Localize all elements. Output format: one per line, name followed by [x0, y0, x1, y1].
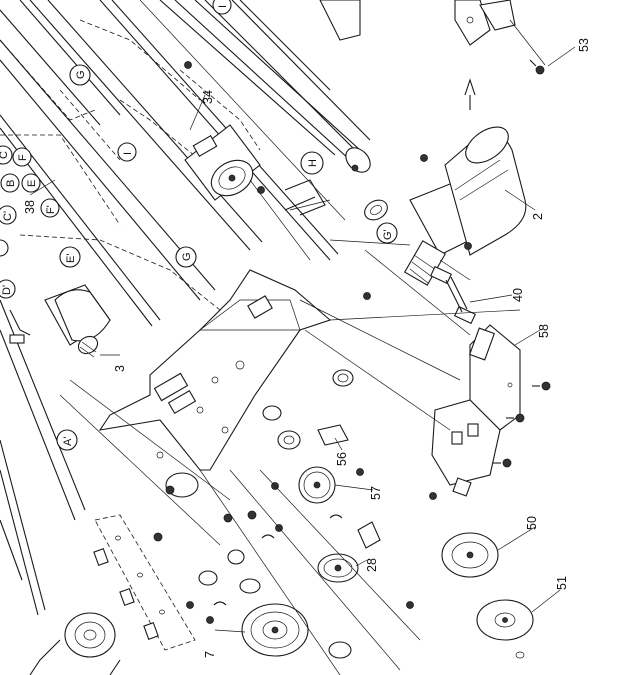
gear-7 [241, 603, 309, 657]
callout-h: H [300, 151, 324, 175]
svg-text:F': F' [45, 205, 57, 214]
gear-57 [298, 466, 336, 504]
callout-f-upper: F [12, 147, 32, 167]
label-40: 40 [511, 288, 525, 302]
callout-e-upper: E [21, 173, 41, 193]
reference-callouts: G I I H G' G C F [0, 0, 398, 451]
callout-f-prime: F' [40, 198, 60, 218]
label-3: 3 [113, 365, 127, 372]
label-38: 38 [23, 200, 37, 214]
leader-lines [59, 19, 546, 675]
callout-b-lower [0, 239, 9, 257]
callout-e-prime: E' [59, 246, 81, 268]
circuit-board-58 [431, 324, 521, 497]
callout-c-upper: C [0, 145, 13, 165]
svg-text:A': A' [62, 437, 74, 446]
side-frame-plate [98, 269, 332, 471]
callout-b: B [0, 173, 20, 193]
label-56: 56 [335, 452, 349, 466]
bushings [153, 61, 388, 659]
roller-h [204, 0, 371, 173]
svg-text:I: I [217, 5, 229, 8]
disc-51 [476, 599, 534, 659]
svg-text:G: G [181, 252, 193, 261]
dashed-box-lower-left [93, 514, 196, 651]
svg-text:B: B [5, 180, 17, 187]
svg-text:G: G [75, 70, 87, 79]
svg-text:E: E [26, 180, 38, 187]
callout-leaders [29, 46, 576, 633]
bracket-56 [317, 424, 364, 476]
harness-40 [429, 265, 477, 325]
label-51: 51 [555, 576, 569, 590]
label-57: 57 [369, 486, 383, 500]
callout-g-lower: G [175, 246, 197, 268]
dashed-leaders-upper [0, 19, 261, 311]
svg-text:G': G' [382, 229, 394, 240]
callout-g-prime: G' [376, 222, 398, 244]
callout-i-upper: I [212, 0, 232, 15]
motor-2 [403, 78, 527, 286]
label-34: 34 [201, 90, 215, 104]
label-53: 53 [577, 38, 591, 52]
motor-3 [9, 284, 111, 358]
callout-c-prime: C' [0, 205, 17, 225]
callout-i-middle: I [117, 142, 137, 162]
svg-text:C: C [0, 151, 10, 159]
svg-text:E': E' [65, 254, 77, 263]
callout-g-upper: G [69, 64, 91, 86]
label-28: 28 [365, 558, 379, 572]
label-2: 2 [531, 213, 545, 220]
svg-text:D': D' [1, 285, 13, 295]
screws-right [363, 59, 551, 609]
gear-28 [317, 521, 381, 583]
callout-a-prime: A' [56, 429, 78, 451]
bracket-34 [184, 124, 261, 201]
svg-text:F: F [17, 154, 29, 161]
svg-text:H: H [307, 159, 319, 167]
svg-text:I: I [122, 152, 134, 155]
part-number-labels: 53 2 40 58 34 38 3 56 57 28 50 51 7 [23, 38, 591, 658]
top-right-bracket [319, 0, 516, 46]
label-58: 58 [537, 324, 551, 338]
label-50: 50 [525, 516, 539, 530]
label-7: 7 [203, 651, 217, 658]
assembly-bottom-left [29, 612, 121, 675]
svg-text:C': C' [2, 211, 14, 221]
pulley-50 [441, 532, 499, 578]
callout-d-prime: D' [0, 279, 16, 299]
